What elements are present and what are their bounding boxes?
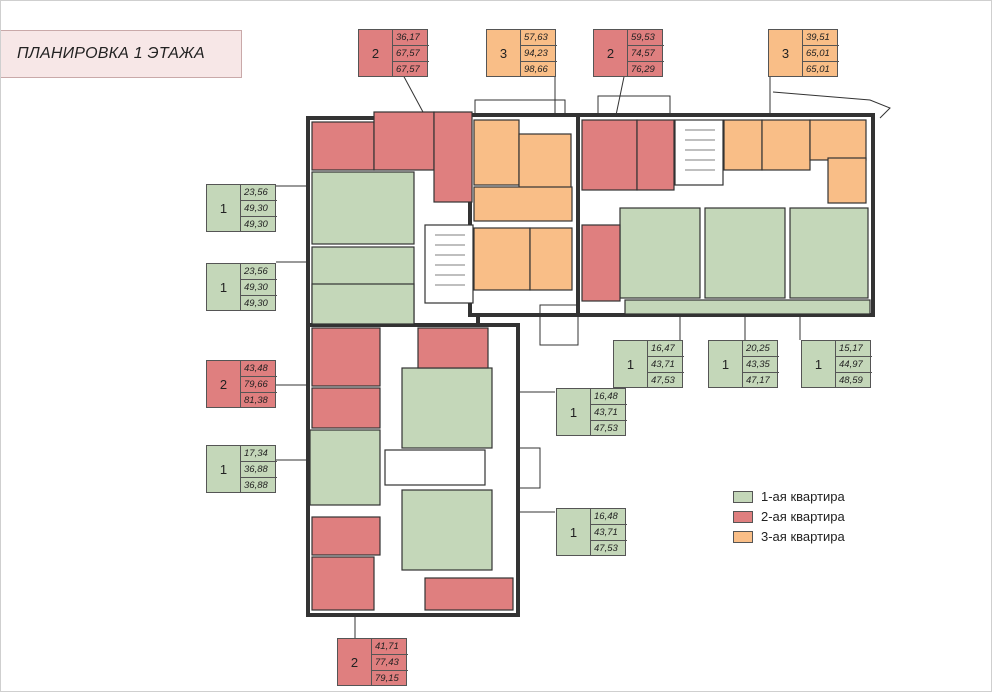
legend-label: 1-ая квартира: [761, 489, 845, 504]
exterior-details: [474, 91, 891, 489]
room-count: 1: [557, 389, 591, 435]
living-area: 39,51: [803, 30, 839, 46]
total-area-balcony: 65,01: [806, 64, 830, 75]
living-area: 36,17: [393, 30, 429, 46]
legend-swatch: [733, 531, 753, 543]
living-area: 20,25: [743, 341, 779, 357]
total-area: 43,71: [648, 357, 684, 373]
living-area: 43,48: [241, 361, 277, 377]
stairwell: [384, 119, 724, 486]
living-area: 59,53: [628, 30, 664, 46]
legend-label: 2-ая квартира: [761, 509, 845, 524]
total-area: 79,66: [241, 377, 277, 393]
total-area: 65,01: [803, 46, 839, 62]
room-count: 3: [487, 30, 521, 76]
total-area-balcony: 36,88: [244, 480, 268, 491]
room-count: 1: [614, 341, 648, 387]
living-area: 17,34: [241, 446, 277, 462]
living-area: 16,48: [591, 389, 627, 405]
plan-title-box: ПЛАНИРОВКА 1 ЭТАЖА: [0, 30, 242, 78]
living-area: 16,48: [591, 509, 627, 525]
legend-swatch: [733, 511, 753, 523]
living-area: 23,56: [241, 185, 277, 201]
room-count: 2: [338, 639, 372, 685]
total-area: 49,30: [241, 201, 277, 217]
total-area: 74,57: [628, 46, 664, 62]
two-room-units: [311, 111, 675, 611]
living-area: 15,17: [836, 341, 872, 357]
total-area-balcony: 47,53: [594, 543, 618, 554]
total-area-balcony: 81,38: [244, 395, 268, 406]
total-area: 43,71: [591, 525, 627, 541]
total-area: 77,43: [372, 655, 408, 671]
total-area-balcony: 48,59: [839, 375, 863, 386]
room-count: 1: [207, 264, 241, 310]
total-area-balcony: 76,29: [631, 64, 655, 75]
living-area: 41,71: [372, 639, 408, 655]
legend-item: 1-ая квартира: [733, 488, 873, 506]
room-count: 1: [557, 509, 591, 555]
total-area-balcony: 47,53: [651, 375, 675, 386]
legend-item: 3-ая квартира: [733, 528, 873, 546]
total-area-balcony: 49,30: [244, 219, 268, 230]
room-count: 2: [207, 361, 241, 407]
room-count: 3: [769, 30, 803, 76]
living-area: 23,56: [241, 264, 277, 280]
room-count: 2: [359, 30, 393, 76]
room-count: 1: [207, 185, 241, 231]
legend-item: 2-ая квартира: [733, 508, 873, 526]
total-area: 49,30: [241, 280, 277, 296]
living-area: 57,63: [521, 30, 557, 46]
total-area: 67,57: [393, 46, 429, 62]
room-count: 1: [709, 341, 743, 387]
total-area: 43,35: [743, 357, 779, 373]
total-area: 44,97: [836, 357, 872, 373]
room-count: 1: [207, 446, 241, 492]
total-area: 94,23: [521, 46, 557, 62]
living-area: 16,47: [648, 341, 684, 357]
total-area-balcony: 47,53: [594, 423, 618, 434]
three-room-units: [473, 119, 867, 291]
legend-label: 3-ая квартира: [761, 529, 845, 544]
room-count: 2: [594, 30, 628, 76]
total-area-balcony: 47,17: [746, 375, 770, 386]
room-count: 1: [802, 341, 836, 387]
plan-title: ПЛАНИРОВКА 1 ЭТАЖА: [17, 45, 205, 62]
total-area-balcony: 49,30: [244, 298, 268, 309]
total-area: 43,71: [591, 405, 627, 421]
total-area-balcony: 79,15: [375, 673, 399, 684]
legend-swatch: [733, 491, 753, 503]
one-room-units: [309, 171, 871, 571]
total-area: 36,88: [241, 462, 277, 478]
total-area-balcony: 98,66: [524, 64, 548, 75]
total-area-balcony: 67,57: [396, 64, 420, 75]
